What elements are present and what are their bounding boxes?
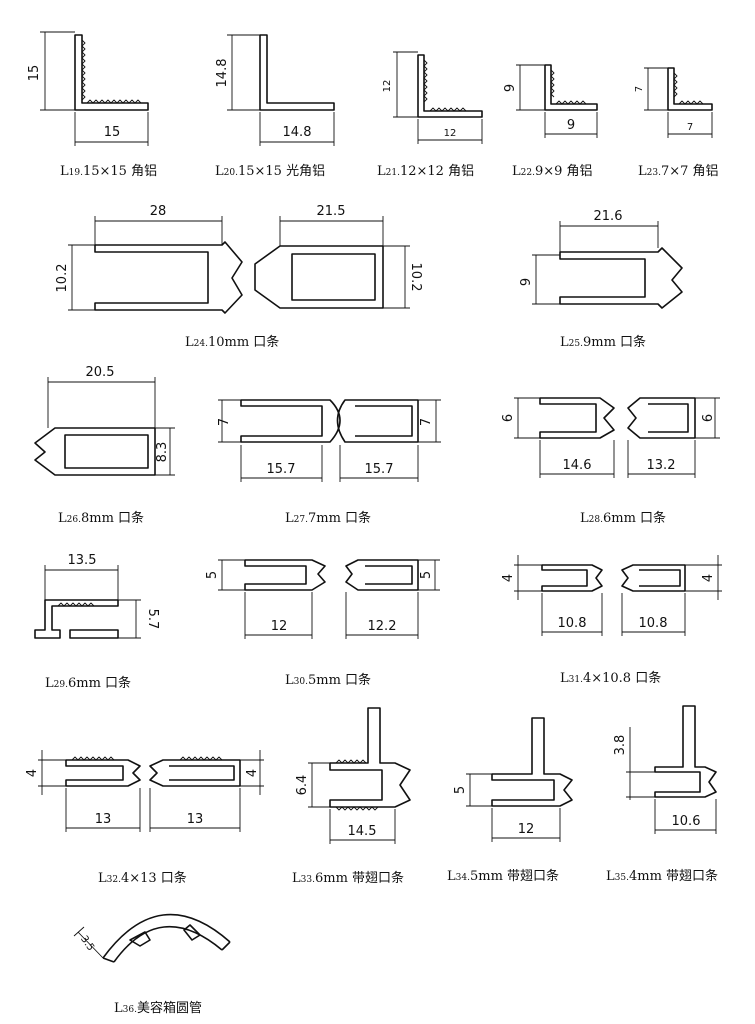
L31-caption: L31.4×10.8 口条	[560, 670, 661, 686]
L29-dim-height: 5.7	[145, 609, 160, 630]
L27-dim-width-b: 15.7	[365, 462, 394, 477]
L20-dim-height: 14.8	[215, 59, 230, 88]
profile-L23: 7 7 L23.7×7 角铝	[634, 67, 719, 179]
L23-caption: L23.7×7 角铝	[638, 164, 719, 179]
profile-L35: 3.8 10.6 L35.4mm 带翅口条	[606, 705, 718, 884]
L30-dim-height-a: 5	[205, 571, 220, 579]
L28-dim-width-a: 14.6	[563, 458, 592, 473]
profile-L33: 6.4 14.5 L33.6mm 带翅口条	[292, 707, 411, 886]
profile-L21: 12 12 L21.12×12 角铝	[377, 51, 483, 179]
L29-dim-width: 13.5	[68, 553, 97, 568]
profile-L29: 13.5 5.7 L29.6mm 口条	[34, 553, 160, 691]
L30-dim-width-a: 12	[271, 619, 288, 634]
L21-caption: L21.12×12 角铝	[377, 164, 474, 179]
L33-dim-height: 6.4	[295, 775, 310, 796]
profile-L19: 15 15 L19.15×15 角铝	[27, 31, 157, 179]
L31-dim-height-a: 4	[501, 574, 516, 582]
L34-dim-width: 12	[518, 822, 535, 837]
L23-dim-height: 7	[634, 86, 645, 92]
profile-L32: 4 13 4 13 L32.4×13 口条	[25, 750, 264, 886]
L32-dim-width-a: 13	[95, 812, 112, 827]
L31-dim-width-a: 10.8	[558, 616, 587, 631]
profile-L24: 28 10.2 21.5 10.2 L24.10mm 口条	[55, 204, 423, 350]
L33-dim-width: 14.5	[348, 824, 377, 839]
profile-L30: 5 12 5 12.2 L30.5mm 口条	[205, 559, 440, 688]
L28-dim-width-b: 13.2	[647, 458, 676, 473]
L22-dim-height: 9	[503, 84, 518, 92]
profile-L31: 4 10.8 4 10.8 L31.4×10.8 口条	[501, 555, 722, 686]
L26-dim-width: 20.5	[86, 365, 115, 380]
L35-caption: L35.4mm 带翅口条	[606, 868, 718, 884]
profile-L28: 6 14.6 6 13.2 L28.6mm 口条	[501, 397, 720, 526]
profile-L27: 7 15.7 7 15.7 L27.7mm 口条	[217, 399, 441, 526]
L21-dim-width: 12	[444, 128, 457, 139]
L31-dim-height-b: 4	[701, 574, 716, 582]
L33-caption: L33.6mm 带翅口条	[292, 870, 404, 886]
L36-dim-thickness: 3.5	[78, 934, 96, 953]
L26-caption: L26.8mm 口条	[58, 510, 144, 526]
L27-dim-height-a: 7	[217, 418, 232, 426]
L32-dim-height-b: 4	[245, 769, 260, 777]
L22-caption: L22.9×9 角铝	[512, 164, 593, 179]
L29-caption: L29.6mm 口条	[45, 675, 131, 691]
L30-dim-width-b: 12.2	[368, 619, 397, 634]
L19-caption: L19.15×15 角铝	[60, 164, 157, 179]
L25-caption: L25.9mm 口条	[560, 334, 646, 350]
profile-L20: 14.8 14.8 L20.15×15 光角铝	[215, 34, 335, 179]
L30-dim-height-b: 5	[419, 571, 434, 579]
L31-dim-width-b: 10.8	[639, 616, 668, 631]
L28-dim-height-a: 6	[501, 414, 516, 422]
L27-dim-width-a: 15.7	[267, 462, 296, 477]
L35-dim-width: 10.6	[672, 814, 701, 829]
L34-caption: L34.5mm 带翅口条	[447, 868, 559, 884]
L24-caption: L24.10mm 口条	[185, 334, 279, 350]
L24-dim-width-a: 28	[150, 204, 167, 219]
L25-dim-height: 9	[519, 278, 534, 286]
L32-dim-width-b: 13	[187, 812, 204, 827]
profile-L26: 20.5 8.3 L26.8mm 口条	[34, 365, 175, 526]
L27-dim-height-b: 7	[419, 418, 434, 426]
L21-dim-height: 12	[382, 80, 393, 93]
profile-L34: 5 12 L34.5mm 带翅口条	[447, 717, 573, 884]
L28-dim-height-b: 6	[701, 414, 716, 422]
L24-dim-width-b: 21.5	[317, 204, 346, 219]
L34-dim-height: 5	[453, 786, 468, 794]
L20-dim-width: 14.8	[283, 125, 312, 140]
L19-dim-height: 15	[27, 65, 42, 82]
L24-dim-height-b: 10.2	[408, 263, 423, 292]
L32-dim-height-a: 4	[25, 769, 40, 777]
L28-caption: L28.6mm 口条	[580, 510, 666, 526]
L22-dim-width: 9	[567, 118, 575, 133]
L25-dim-width: 21.6	[594, 209, 623, 224]
profile-L36: 3.5 L36.美容箱圆管	[73, 913, 231, 1016]
profile-L22: 9 9 L22.9×9 角铝	[503, 64, 598, 179]
L24-dim-height-a: 10.2	[55, 264, 70, 293]
L26-dim-height: 8.3	[155, 442, 170, 463]
L19-dim-width: 15	[104, 125, 121, 140]
L32-caption: L32.4×13 口条	[98, 870, 187, 886]
L35-dim-height: 3.8	[613, 735, 628, 756]
L36-caption: L36.美容箱圆管	[114, 1000, 202, 1016]
profile-L25: 21.6 9 L25.9mm 口条	[519, 209, 683, 350]
L27-caption: L27.7mm 口条	[285, 510, 371, 526]
L20-caption: L20.15×15 光角铝	[215, 164, 325, 179]
L23-dim-width: 7	[687, 122, 693, 133]
L30-caption: L30.5mm 口条	[285, 672, 371, 688]
